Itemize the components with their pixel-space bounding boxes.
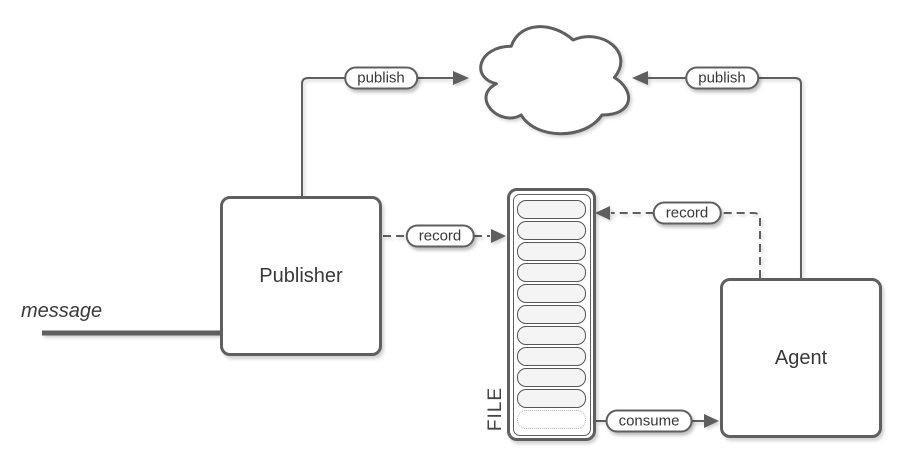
file-slot-filled [517, 389, 586, 409]
agent-node: Agent [720, 278, 882, 438]
record-left-arrowhead [491, 229, 506, 243]
consume-arrowhead [704, 414, 719, 428]
file-slot-filled [517, 304, 586, 324]
file-slot-filled [517, 326, 586, 346]
file-slot-filled [517, 368, 586, 388]
edge-label-publish-left: publish [344, 66, 418, 90]
publisher-label: Publisher [259, 264, 343, 287]
edge-label-record-right: record [652, 201, 722, 225]
file-slot-filled [517, 241, 586, 261]
file-stack-label: FILE [485, 386, 506, 432]
file-slot-container [512, 193, 591, 436]
message-label: message [21, 300, 103, 322]
file-stack [507, 188, 596, 441]
edge-publish-left [301, 71, 469, 196]
edge-publish-right [632, 71, 802, 278]
edge-record-right [595, 206, 761, 278]
file-slot-filled [517, 199, 586, 219]
publisher-node: Publisher [220, 196, 382, 356]
publish-left-arrowhead [453, 71, 469, 85]
publish-right-arrowhead [632, 71, 648, 85]
edge-label-record-left: record [405, 224, 475, 248]
cloud-shape [479, 25, 630, 136]
edge-label-publish-right: publish [685, 66, 759, 90]
agent-label: Agent [774, 346, 828, 369]
file-slot-filled [517, 283, 586, 303]
file-slot-filled [517, 347, 586, 367]
record-right-arrowhead [595, 206, 610, 220]
edge-label-consume: consume [605, 409, 693, 433]
file-slot-filled [517, 262, 586, 282]
file-slot-empty [517, 410, 586, 430]
file-slot-filled [517, 220, 586, 240]
